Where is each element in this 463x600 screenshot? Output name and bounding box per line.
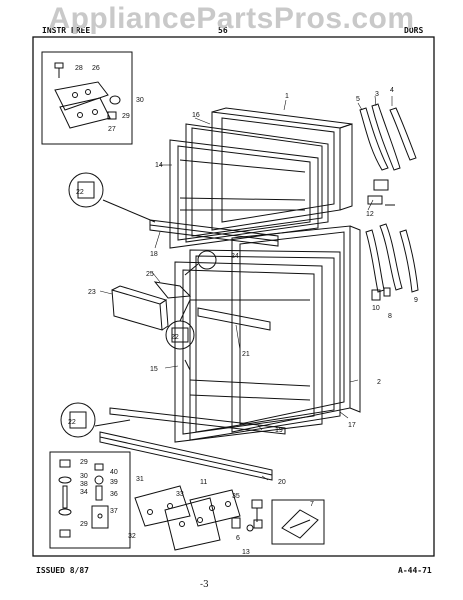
freezer-door-liner bbox=[169, 139, 319, 249]
callout-36: 36 bbox=[110, 491, 118, 498]
callout-33: 33 bbox=[176, 491, 184, 498]
callout-8: 8 bbox=[388, 313, 392, 320]
callout-38: 38 bbox=[80, 481, 88, 488]
fresh-food-door-gasket bbox=[189, 249, 341, 441]
fresh-food-door-liner bbox=[174, 261, 323, 443]
fastener-inset-box bbox=[49, 451, 131, 549]
callout-22-middle: 22 bbox=[171, 334, 179, 341]
header-title-left: INSTR FREE bbox=[42, 26, 91, 35]
dairy-compartment-door bbox=[111, 285, 169, 331]
callout-13: 13 bbox=[242, 549, 250, 556]
callout-18: 18 bbox=[150, 251, 158, 258]
callout-35: 35 bbox=[232, 493, 240, 500]
freezer-door-gasket bbox=[185, 123, 329, 243]
callout-25: 25 bbox=[146, 271, 154, 278]
callout-4: 4 bbox=[390, 87, 394, 94]
freezer-shelf-bar bbox=[149, 219, 279, 247]
callout-23: 23 bbox=[88, 289, 96, 296]
detail-magnifier-bottom bbox=[60, 402, 131, 438]
callout-30-top: 30 bbox=[136, 97, 144, 104]
detail-magnifier-top bbox=[68, 172, 156, 223]
callout-labels: 1 2 3 4 5 6 7 8 9 10 11 12 13 14 15 16 1… bbox=[68, 65, 418, 556]
door-trim-strip bbox=[99, 431, 273, 481]
hinge-inset-box bbox=[41, 51, 133, 145]
callout-28: 28 bbox=[75, 65, 83, 72]
callout-40: 40 bbox=[110, 469, 118, 476]
callout-31: 31 bbox=[136, 476, 144, 483]
callout-24: 24 bbox=[231, 253, 239, 260]
header-title-right: DORS bbox=[404, 26, 424, 35]
part-7-inset-box bbox=[271, 499, 325, 545]
lower-hinge-straps bbox=[365, 223, 419, 301]
fresh-food-door-panel bbox=[231, 225, 361, 433]
bottom-hinge-brackets bbox=[134, 485, 241, 551]
callout-3: 3 bbox=[375, 91, 379, 98]
upper-hinge-straps bbox=[359, 103, 417, 206]
leader-lines bbox=[99, 95, 393, 481]
callout-11: 11 bbox=[200, 479, 207, 486]
fastener-parts bbox=[58, 459, 109, 538]
callout-12: 12 bbox=[366, 211, 374, 218]
callout-16: 16 bbox=[192, 112, 200, 119]
dairy-bracket bbox=[153, 281, 192, 299]
callout-20: 20 bbox=[278, 479, 286, 486]
callout-1: 1 bbox=[285, 93, 289, 100]
callout-22-top: 22 bbox=[76, 189, 84, 196]
page-mark: -3 bbox=[200, 580, 209, 590]
callout-22-bottom: 22 bbox=[68, 419, 76, 426]
cover-plate bbox=[281, 509, 319, 539]
callout-17: 17 bbox=[348, 422, 356, 429]
callout-37: 37 bbox=[110, 508, 118, 515]
callout-10: 10 bbox=[372, 305, 380, 312]
diagram-frame bbox=[32, 36, 435, 557]
door-shelf-bar-middle bbox=[197, 307, 271, 331]
callout-9: 9 bbox=[414, 297, 418, 304]
callout-29-top: 29 bbox=[122, 113, 130, 120]
callout-30-bottom: 30 bbox=[80, 473, 88, 480]
callout-14: 14 bbox=[155, 162, 163, 169]
callout-7: 7 bbox=[310, 501, 314, 508]
diagram-code: A-44-71 bbox=[398, 566, 432, 575]
top-hinge-assembly bbox=[54, 62, 121, 129]
callout-26: 26 bbox=[92, 65, 100, 72]
callout-6: 6 bbox=[236, 535, 240, 542]
callout-2: 2 bbox=[377, 379, 381, 386]
header-title-middle: 56 bbox=[218, 26, 228, 35]
door-shelf-bar-lower bbox=[109, 407, 286, 435]
callout-29-middle: 29 bbox=[80, 459, 88, 466]
issued-date: ISSUED 8/87 bbox=[36, 566, 89, 575]
callout-21: 21 bbox=[242, 351, 250, 358]
callout-29-bottom: 29 bbox=[80, 521, 88, 528]
callout-32: 32 bbox=[128, 533, 136, 540]
callout-5: 5 bbox=[356, 96, 360, 103]
callout-19: 19 bbox=[275, 427, 283, 434]
small-fastener-cluster bbox=[231, 499, 263, 532]
callout-34: 34 bbox=[80, 489, 88, 496]
freezer-door-panel bbox=[211, 107, 353, 231]
callout-15: 15 bbox=[150, 366, 158, 373]
callout-39: 39 bbox=[110, 479, 118, 486]
callout-27: 27 bbox=[108, 126, 116, 133]
